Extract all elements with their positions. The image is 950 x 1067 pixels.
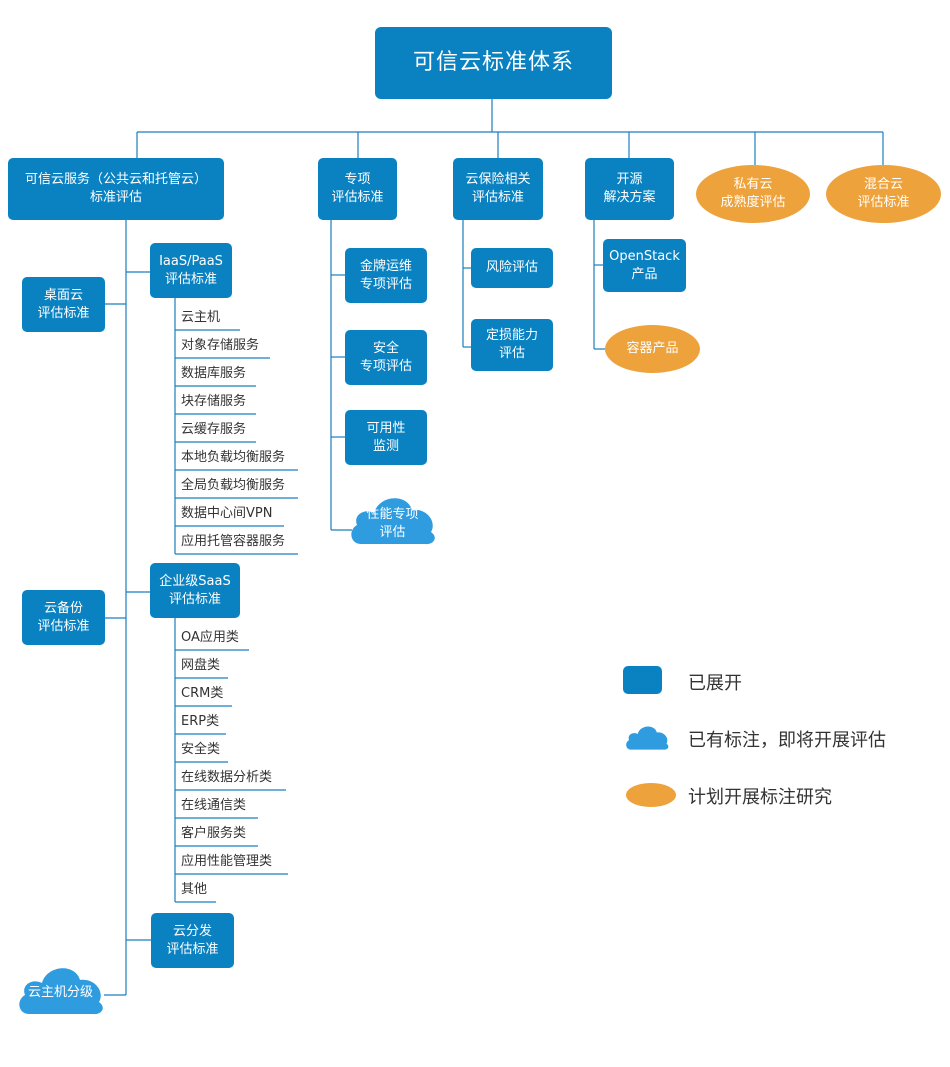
saas-item: 安全类 [181,742,221,757]
host-grading-cloud: 云主机分级 [15,958,106,1020]
insurance-node: 云保险相关 评估标准 [453,158,543,220]
saas-item: CRM类 [181,686,224,701]
cloud-shape-icon [351,498,435,545]
special-node: 专项 评估标准 [318,158,397,220]
cloud-distribution-node: 云分发 评估标准 [151,913,234,968]
iaas-item: 数据库服务 [181,366,247,381]
performance-label: 性能专项 评估 [366,507,419,540]
private-cloud-oval: 私有云 成熟度评估 [696,165,810,223]
saas-item: 网盘类 [181,658,221,673]
host-grading-label: 云主机分级 [27,985,93,1000]
hybrid-cloud-oval: 混合云 评估标准 [826,165,941,223]
gold-ops-node: 金牌运维 专项评估 [345,248,427,303]
legend-box-swatch [623,666,662,694]
legend-labeled-label: 已有标注，即将开展评估 [688,730,886,751]
desktop-cloud-node: 桌面云 评估标准 [22,277,105,332]
availability-node: 可用性 监测 [345,410,427,465]
saas-item: 其他 [181,882,208,897]
legend-oval-swatch [626,783,676,807]
iaas-item: 数据中心间VPN [181,506,273,521]
iaas-item: 应用托管容器服务 [181,534,286,549]
loss-assessment-node: 定损能力 评估 [471,319,553,371]
openstack-node: OpenStack 产品 [603,239,686,292]
cloud-icon [626,726,669,750]
saas-item: OA应用类 [181,630,239,645]
iaas-item: 云主机 [181,310,221,325]
legend-planned-label: 计划开展标注研究 [688,787,832,808]
risk-assessment-node: 风险评估 [471,248,553,288]
open-source-node: 开源 解决方案 [585,158,674,220]
saas-item: 在线数据分析类 [181,770,273,785]
saas-item: 在线通信类 [181,798,247,813]
iaas-paas-node: IaaS/PaaS 评估标准 [150,243,232,298]
cloud-shape-icon [19,968,103,1015]
saas-item: ERP类 [181,714,220,729]
security-special-node: 安全 专项评估 [345,330,427,385]
legend-expanded-label: 已展开 [688,673,742,694]
iaas-item: 云缓存服务 [181,422,247,437]
saas-node: 企业级SaaS 评估标准 [150,563,240,618]
container-product-oval: 容器产品 [605,325,700,373]
cloud-backup-node: 云备份 评估标准 [22,590,105,645]
saas-item: 客户服务类 [181,826,247,841]
iaas-item: 块存储服务 [181,394,247,409]
iaas-item: 对象存储服务 [181,338,260,353]
saas-item: 应用性能管理类 [181,854,273,869]
trusted-cloud-node: 可信云服务（公共云和托管云） 标准评估 [8,158,224,220]
iaas-item: 本地负载均衡服务 [181,450,286,465]
root-node: 可信云标准体系 [375,27,612,99]
iaas-item: 全局负载均衡服务 [181,478,286,493]
performance-cloud: 性能专项 评估 [347,488,438,550]
legend-cloud-swatch [624,720,670,754]
